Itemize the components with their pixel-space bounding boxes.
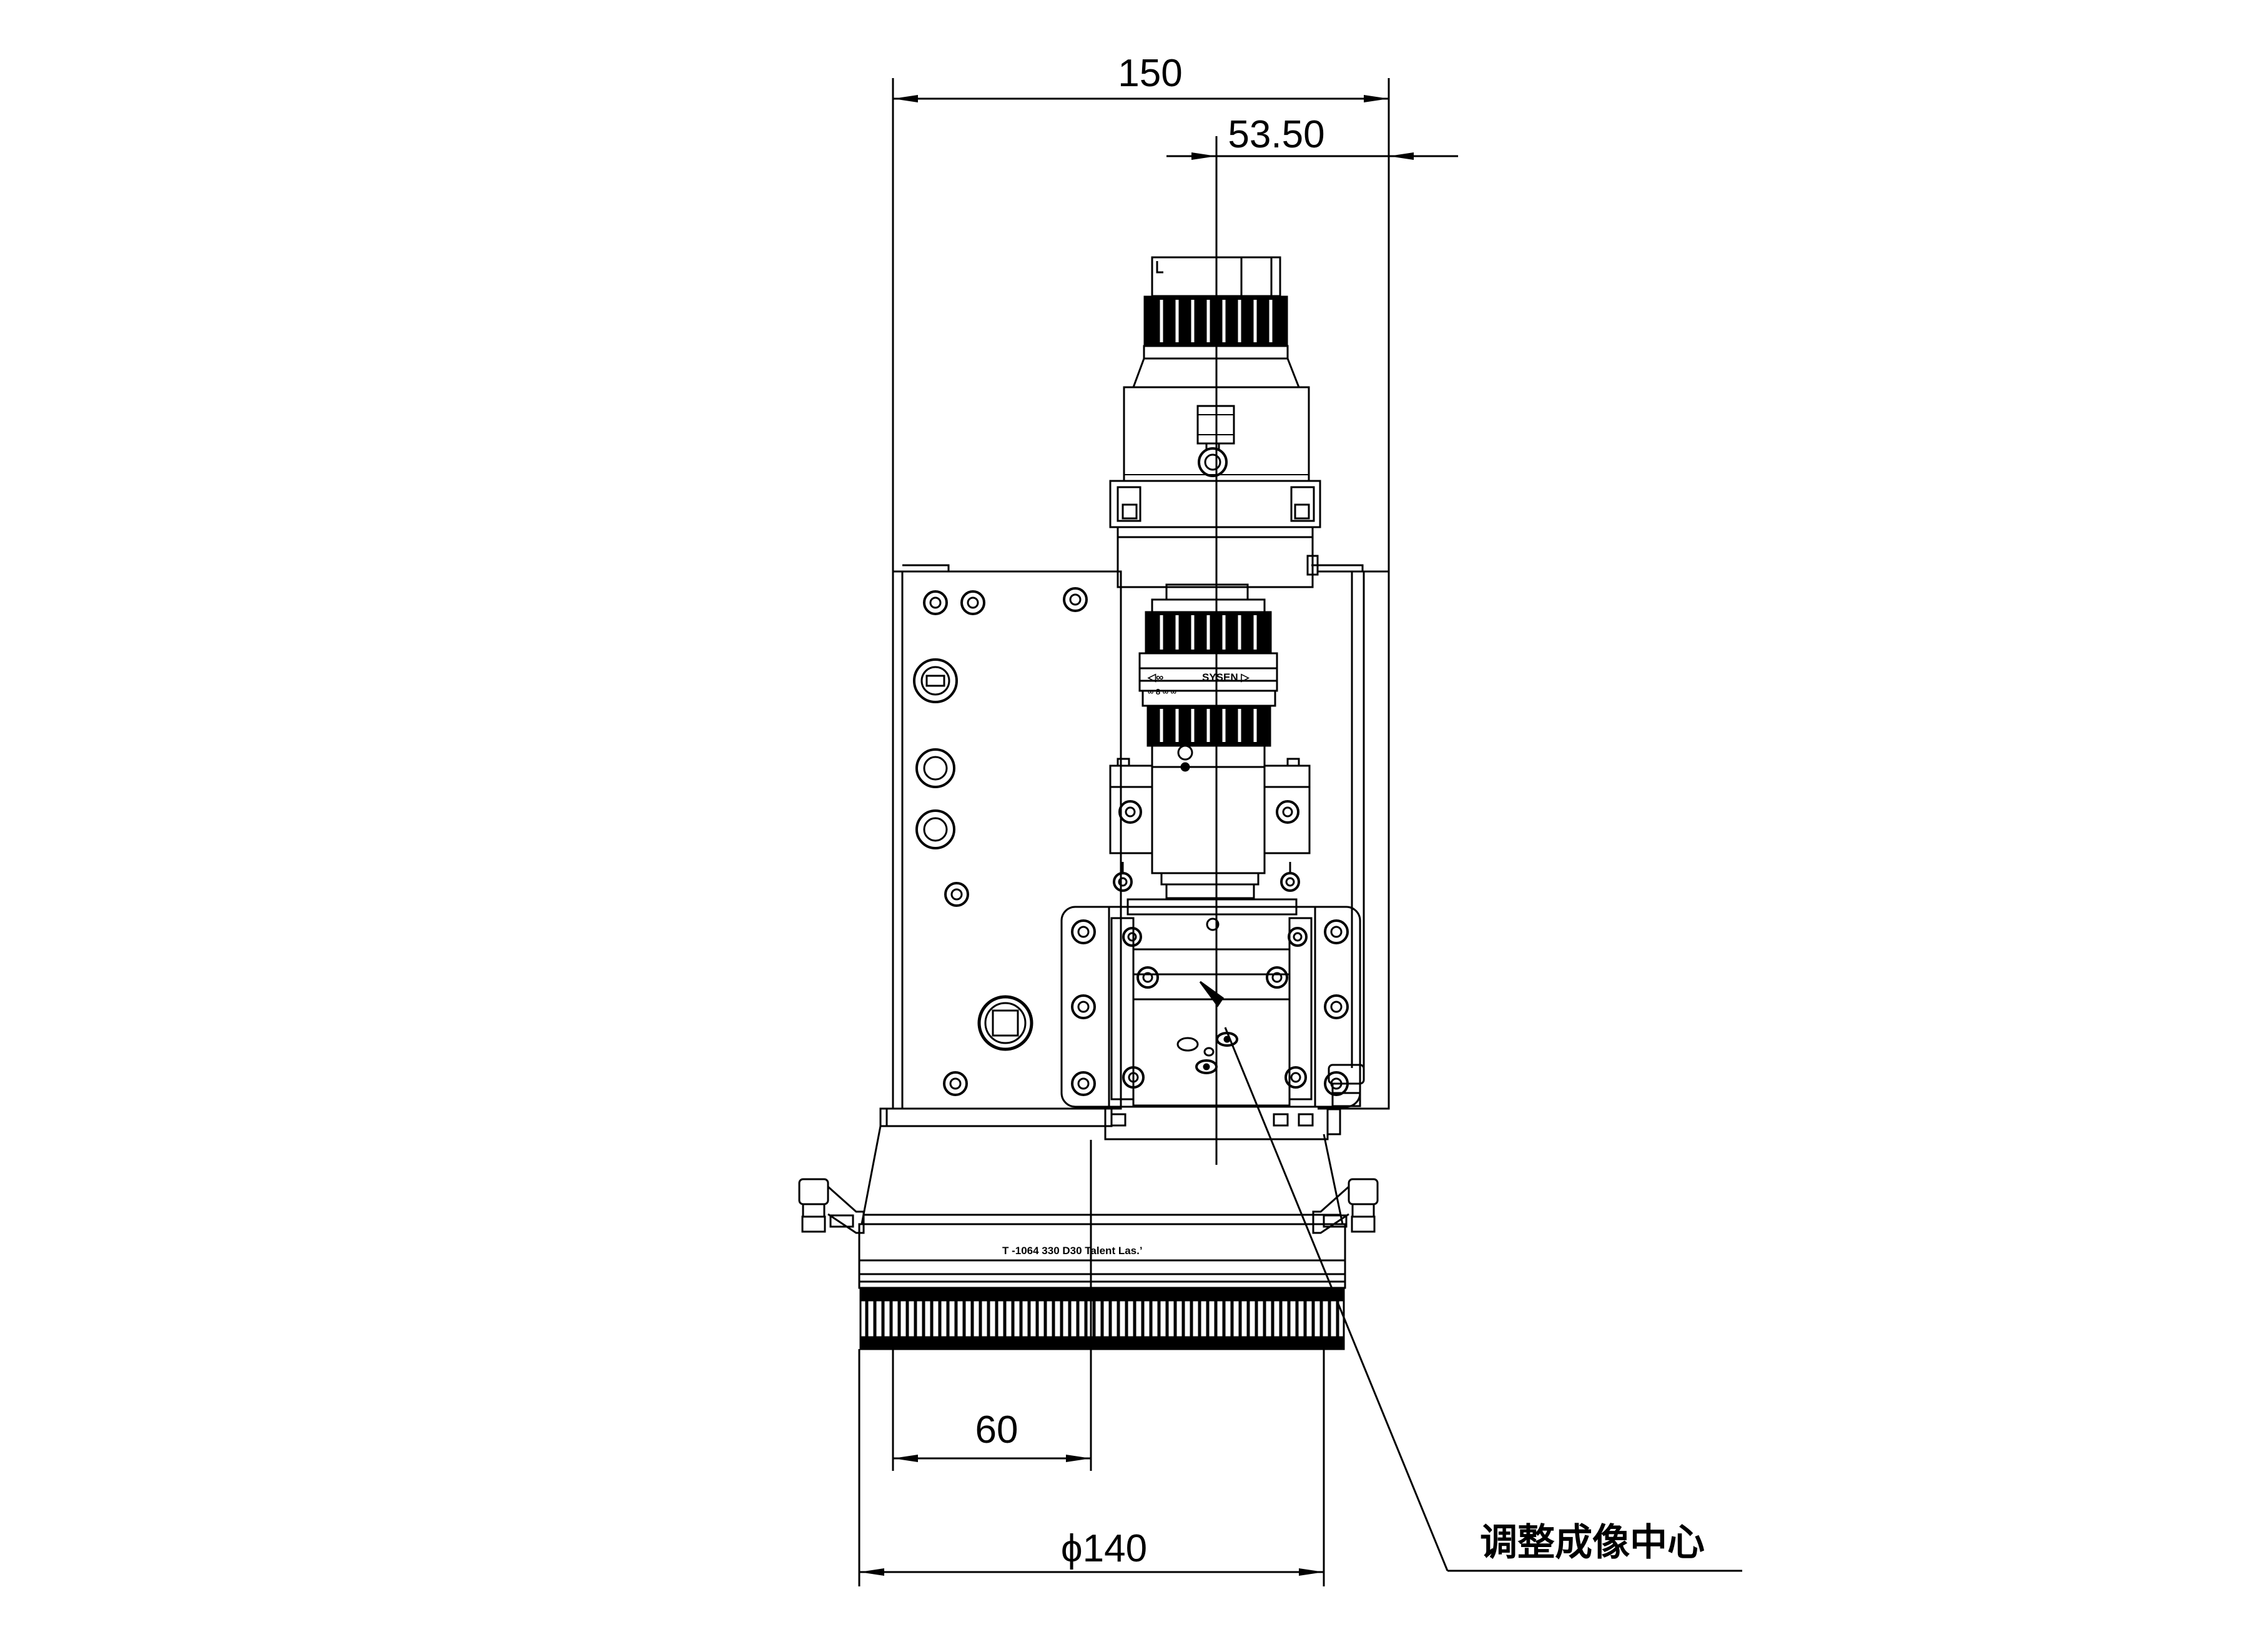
- adjustment-block: [1060, 898, 1361, 1108]
- right-flange-fitting: [1312, 1178, 1379, 1234]
- block-screw: [1266, 966, 1288, 989]
- block-screw: [1284, 1066, 1307, 1089]
- nameplate-text: T -1064 330 D30 Talent Las.’: [1002, 1245, 1143, 1257]
- port-connector: [913, 658, 958, 703]
- block-air-fitting: [1328, 1064, 1365, 1107]
- bracket-screw: [1113, 872, 1133, 892]
- lens-mark-row1-mid: SYSEN ▷: [1202, 671, 1250, 683]
- lens-brackets: [1109, 758, 1311, 892]
- bracket-screw: [1276, 800, 1299, 824]
- block-screw: [1288, 927, 1308, 947]
- dimension-flange-diameter: ϕ140: [858, 1349, 1325, 1586]
- side-plate-screw: [944, 882, 969, 907]
- block-screw: [1122, 927, 1142, 947]
- dim-140-label: ϕ140: [1061, 1527, 1147, 1570]
- callout-imaging-center: 调整成像中心: [1224, 1027, 1742, 1572]
- bracket-screw: [1280, 872, 1300, 892]
- callout-label: 调整成像中心: [1480, 1521, 1705, 1565]
- side-plate-screw: [960, 590, 985, 615]
- lens-mark-row2: ∞ 8 ∞ ∞: [1148, 687, 1176, 696]
- block-screw: [1324, 994, 1349, 1019]
- top-camera-lens: [1123, 256, 1310, 482]
- lens-mark-row1-left: ◁∞: [1147, 671, 1163, 683]
- right-side-plate: [1311, 564, 1390, 1110]
- air-fitting: [915, 748, 955, 788]
- dim-53-50-label: 53.50: [1228, 113, 1324, 156]
- block-screw: [1136, 966, 1159, 989]
- block-screw: [1071, 994, 1096, 1019]
- bracket-screw: [1118, 800, 1142, 824]
- upper-housing: [1109, 480, 1321, 588]
- dim-60-label: 60: [975, 1408, 1018, 1451]
- side-plate: [892, 564, 1122, 1110]
- side-plate-screw: [1063, 587, 1088, 612]
- middle-lens: ◁∞ SYSEN ▷ ∞ 8 ∞ ∞: [1138, 583, 1278, 899]
- base-plate: [879, 1105, 1341, 1140]
- gear-ring: [859, 1288, 1345, 1350]
- dimension-bottom-offset: 60: [892, 1140, 1092, 1471]
- block-screw: [1071, 919, 1096, 944]
- left-flange-fitting: [798, 1178, 865, 1234]
- dimension-overall-width: 150: [892, 52, 1390, 584]
- dimension-offset-center: 53.50: [1166, 113, 1458, 160]
- dim-150-label: 150: [1118, 52, 1182, 95]
- air-fitting: [915, 809, 955, 849]
- block-screw: [1122, 1066, 1145, 1089]
- block-screw: [1324, 919, 1349, 944]
- side-plate-screw: [943, 1071, 968, 1096]
- lower-flange: T -1064 330 D30 Talent Las.’: [858, 1125, 1346, 1289]
- block-screw: [1071, 1071, 1096, 1096]
- square-port: [977, 995, 1033, 1051]
- side-plate-screw: [923, 590, 948, 615]
